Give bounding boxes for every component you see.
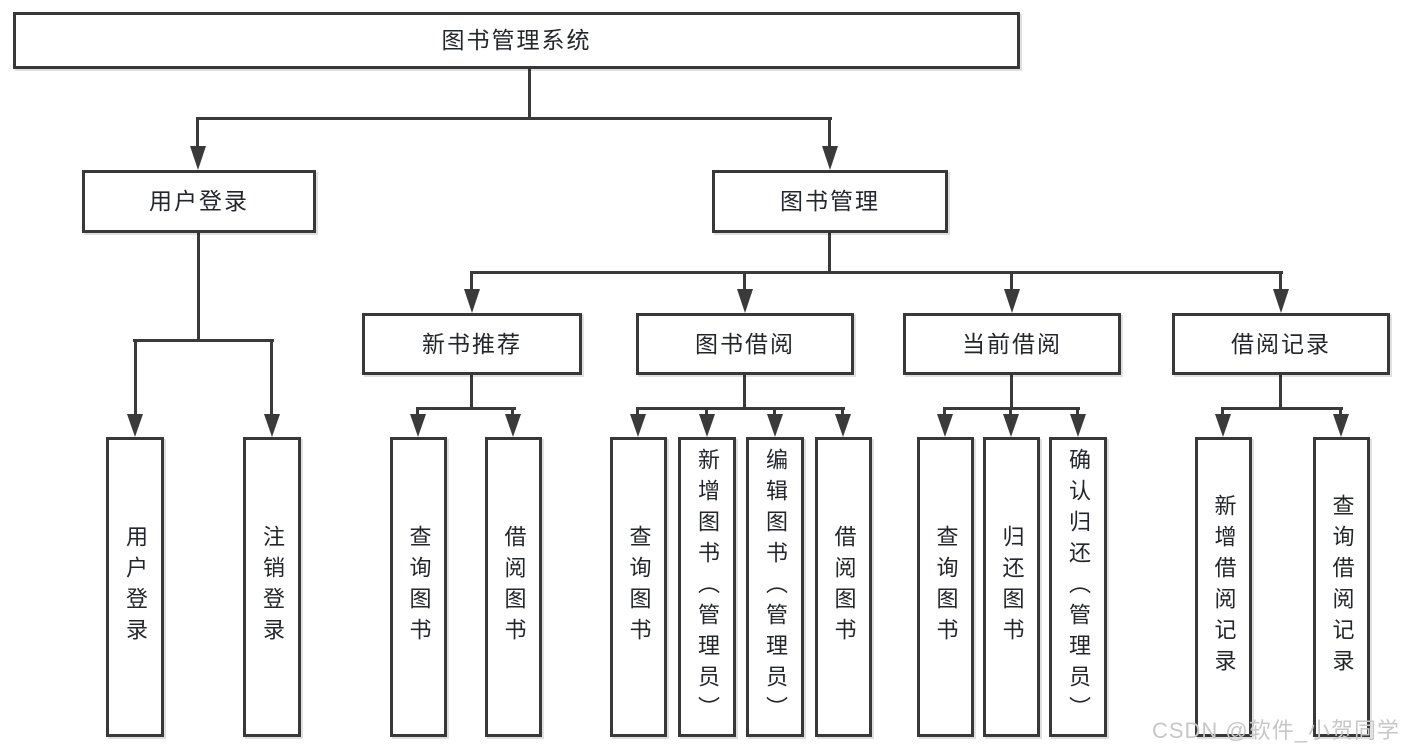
leaf-label: 查询图书 (933, 525, 959, 649)
leaf-bb-add-books-admin: 新增图书（管理员） (678, 437, 736, 737)
arrow-down (190, 146, 206, 170)
connector-hline (196, 117, 832, 120)
arrow-down (1273, 289, 1289, 313)
node-book-borrow: 图书借阅 (636, 313, 854, 375)
connector-vline (743, 274, 746, 290)
connector-vline (197, 233, 200, 340)
node-book-management: 图书管理 (712, 170, 948, 233)
connector-vline (470, 375, 473, 408)
leaf-bb-borrow-books: 借阅图书 (815, 437, 872, 737)
leaf-label: 借阅图书 (501, 525, 527, 649)
connector-vline (1009, 410, 1012, 415)
arrow-down (1070, 414, 1086, 437)
connector-hline (470, 271, 1283, 274)
arrow-down (464, 289, 480, 313)
arrow-down (835, 414, 851, 437)
connector-vline (705, 410, 708, 415)
connector-vline (828, 233, 831, 272)
leaf-bb-edit-books-admin: 编辑图书（管理员） (746, 437, 804, 737)
leaf-label: 用户登录 (123, 525, 148, 649)
connector-vline (511, 410, 514, 415)
node-user-login: 用户登录 (82, 170, 316, 233)
arrow-down (410, 414, 426, 437)
arrow-down (1004, 289, 1020, 313)
arrow-down (1215, 414, 1231, 437)
connector-vline (1279, 375, 1282, 408)
connector-vline (743, 375, 746, 408)
node-label: 图书管理 (780, 188, 880, 214)
leaf-label: 确认归还（管理员） (1066, 447, 1091, 727)
connector-vline (1279, 274, 1282, 290)
leaf-label: 归还图书 (999, 525, 1025, 649)
connector-hline (636, 407, 845, 410)
node-root: 图书管理系统 (13, 12, 1020, 69)
leaf-user-login: 用户登录 (106, 437, 164, 737)
leaf-rec-query-record: 查询借阅记录 (1313, 437, 1370, 737)
connector-vline (1010, 375, 1013, 408)
arrow-down (630, 414, 646, 437)
connector-vline (470, 274, 473, 290)
leaf-cb-return-books: 归还图书 (983, 437, 1040, 737)
node-new-book-recommend: 新书推荐 (362, 313, 582, 375)
arrow-down (1003, 414, 1019, 437)
connector-vline (1221, 410, 1224, 415)
connector-vline (841, 410, 844, 415)
leaf-cb-query-books: 查询图书 (917, 437, 974, 737)
connector-vline (773, 410, 776, 415)
connector-vline (270, 342, 273, 414)
node-label: 借阅记录 (1231, 330, 1331, 357)
connector-vline (828, 120, 831, 147)
connector-hline (133, 339, 274, 342)
node-label: 图书借阅 (695, 330, 795, 357)
leaf-rec-add-record: 新增借阅记录 (1195, 437, 1252, 737)
node-current-borrow: 当前借阅 (903, 313, 1121, 375)
arrow-down (505, 414, 521, 437)
connector-vline (1076, 410, 1079, 415)
watermark: CSDN @软件_小贺同学 (1151, 718, 1400, 743)
node-label: 新书推荐 (422, 330, 522, 357)
arrow-down (822, 146, 838, 170)
node-label: 图书管理系统 (441, 27, 592, 53)
leaf-nb-borrow-books: 借阅图书 (485, 437, 542, 737)
connector-vline (636, 410, 639, 415)
leaf-label: 编辑图书（管理员） (763, 447, 788, 727)
connector-hline (416, 407, 516, 410)
leaf-label: 新增图书（管理员） (695, 447, 720, 727)
leaf-logout: 注销登录 (243, 437, 301, 737)
connector-vline (416, 410, 419, 415)
arrow-down (737, 289, 753, 313)
connector-vline (1339, 410, 1342, 415)
arrow-down (767, 414, 783, 437)
connector-hline (1221, 407, 1343, 410)
leaf-label: 查询图书 (406, 525, 432, 649)
leaf-label: 查询图书 (626, 525, 652, 649)
leaf-nb-query-books: 查询图书 (390, 437, 447, 737)
node-borrow-records: 借阅记录 (1172, 313, 1390, 375)
leaf-label: 借阅图书 (831, 525, 857, 649)
arrow-down (127, 414, 143, 437)
leaf-label: 新增借阅记录 (1211, 494, 1237, 680)
connector-vline (134, 342, 137, 414)
connector-hline (943, 407, 1080, 410)
connector-vline (528, 69, 531, 118)
arrow-down (1333, 414, 1349, 437)
connector-vline (943, 410, 946, 415)
leaf-bb-query-books: 查询图书 (610, 437, 667, 737)
node-label: 当前借阅 (962, 330, 1062, 357)
leaf-label: 注销登录 (260, 525, 285, 649)
leaf-label: 查询借阅记录 (1329, 494, 1355, 680)
arrow-down (937, 414, 953, 437)
node-label: 用户登录 (149, 188, 249, 214)
connector-vline (196, 120, 199, 147)
arrow-down (264, 414, 280, 437)
arrow-down (699, 414, 715, 437)
connector-vline (1010, 274, 1013, 290)
leaf-cb-confirm-return-admin: 确认归还（管理员） (1049, 437, 1107, 737)
